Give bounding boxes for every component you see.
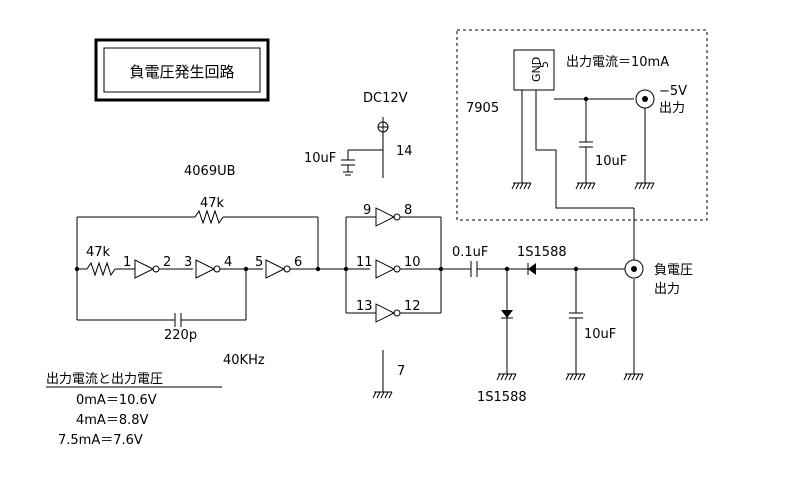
regulator-7905: GND 5 7905 出力電流＝10mA 10uF −5V <box>466 49 687 209</box>
inverter-1: 1 2 <box>123 255 193 279</box>
output-label-line1: 負電圧 <box>654 263 693 278</box>
pin-10-label: 10 <box>404 255 421 270</box>
dc-supply-terminal: DC12V 14 <box>348 91 413 178</box>
regulator-box <box>456 29 708 221</box>
table-row-2: 4mA＝8.8V <box>76 413 149 428</box>
coupling-cap-label: 0.1uF <box>452 245 488 260</box>
oscillator-feedback: 47k <box>76 196 319 320</box>
pin-4-label: 4 <box>224 255 232 270</box>
pin-3-label: 3 <box>184 255 192 270</box>
frequency-label: 40KHz <box>223 353 265 368</box>
regulator-spec: 出力電流＝10mA <box>566 55 669 70</box>
supply-capacitor: 10uF <box>304 150 355 176</box>
pin-2-label: 2 <box>163 255 171 270</box>
pin-7-ground: 7 <box>372 350 405 399</box>
charge-pump: 0.1uF 1S1588 1S1588 10uF <box>441 245 628 405</box>
pin-7-label: 7 <box>397 364 405 379</box>
pin-11-label: 11 <box>356 255 373 270</box>
r-input-label: 47k <box>86 245 111 260</box>
r-feedback-label: 47k <box>200 196 225 211</box>
regulator-part: 7905 <box>466 101 499 116</box>
pin-14-label: 14 <box>396 144 413 159</box>
table-row-3: 7.5mA＝7.6V <box>58 433 143 448</box>
pin-1-label: 1 <box>123 255 131 270</box>
negative-output-terminal: 負電圧 出力 <box>624 208 693 297</box>
supply-label: DC12V <box>363 91 408 106</box>
pin-13-label: 13 <box>356 299 373 314</box>
regulator-pin-extra: 5 <box>538 61 551 68</box>
charge-pump-grounds <box>496 279 644 381</box>
table-heading: 出力電流と出力電圧 <box>46 372 163 387</box>
ic-name: 4069UB <box>184 164 236 179</box>
inverter-3: 5 6 <box>255 255 370 279</box>
title-box: 負電圧発生回路 <box>94 38 270 102</box>
pin-8-label: 8 <box>404 203 412 218</box>
buffer-inverters: 9 8 11 10 13 12 <box>343 203 444 323</box>
series-diode-label: 1S1588 <box>517 245 567 260</box>
output-cap-label: 10uF <box>584 327 616 342</box>
shunt-diode-label: 1S1588 <box>477 390 527 405</box>
pin-6-label: 6 <box>294 255 302 270</box>
pin-9-label: 9 <box>363 203 371 218</box>
regulator-cap-label: 10uF <box>595 154 627 169</box>
inverter-2: 3 4 <box>184 255 263 279</box>
pin-5-label: 5 <box>255 255 263 270</box>
output-label-line2: 出力 <box>654 282 680 297</box>
regulator-pin-text: GND <box>530 57 543 82</box>
supply-cap-label: 10uF <box>304 151 336 166</box>
table-row-1: 0mA＝10.6V <box>76 393 157 408</box>
output-table: 出力電流と出力電圧 0mA＝10.6V 4mA＝8.8V 7.5mA＝7.6V <box>46 372 222 448</box>
regulator-out-line2: 出力 <box>659 101 685 116</box>
diagram-title: 負電圧発生回路 <box>129 63 234 81</box>
pin-12-label: 12 <box>404 299 421 314</box>
input-resistor: 47k <box>74 245 135 277</box>
timing-capacitor: 220p <box>77 269 247 343</box>
timing-cap-label: 220p <box>164 328 197 343</box>
regulator-out-line1: −5V <box>659 84 687 99</box>
